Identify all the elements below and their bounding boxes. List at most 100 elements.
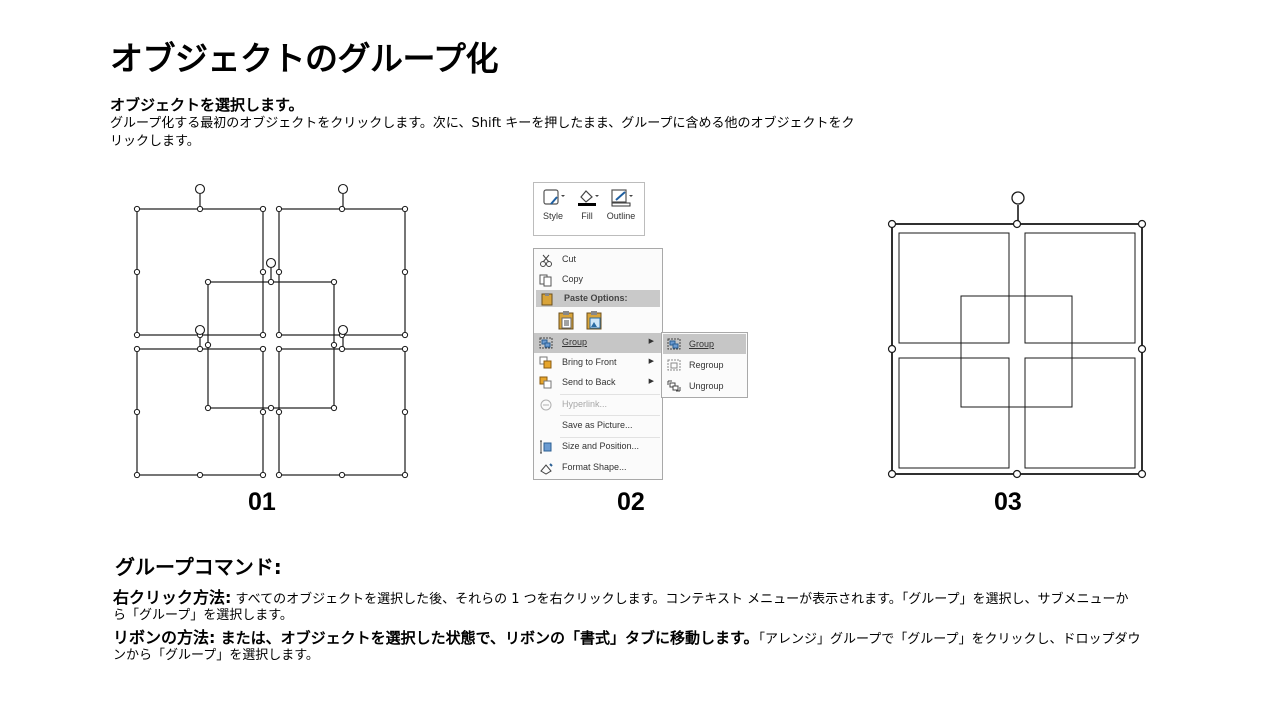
- shape-outline-icon: [611, 189, 633, 207]
- selection-handle[interactable]: [133, 205, 141, 213]
- selection-handle[interactable]: [401, 331, 409, 339]
- submenu-arrow-icon: ▶: [648, 358, 654, 365]
- outline-button[interactable]: Outline: [604, 187, 638, 221]
- menu-item-copy[interactable]: Copy: [534, 270, 662, 290]
- selection-handle[interactable]: [887, 469, 897, 479]
- regroup-icon: [667, 359, 681, 371]
- selection-handle[interactable]: [887, 344, 897, 354]
- group-submenu: Group Regroup Ungroup: [661, 332, 748, 398]
- selection-handle[interactable]: [133, 408, 141, 416]
- selection-handle[interactable]: [267, 404, 275, 412]
- selection-handle[interactable]: [401, 205, 409, 213]
- submenu-item-ungroup[interactable]: Ungroup: [663, 376, 746, 396]
- submenu-arrow-icon: ▶: [648, 378, 654, 385]
- selection-handle[interactable]: [275, 408, 283, 416]
- selection-handle[interactable]: [401, 345, 409, 353]
- submenu-item-regroup[interactable]: Regroup: [663, 355, 746, 375]
- selection-handle[interactable]: [401, 471, 409, 479]
- paint-bucket-icon: [578, 190, 599, 206]
- rotate-handle-icons: [194, 183, 349, 336]
- send-to-back-icon: [539, 376, 552, 389]
- paste-keep-formatting-icon[interactable]: [556, 309, 578, 331]
- ribbon-lead: リボンの方法:: [113, 628, 216, 647]
- shape-style-icon: [543, 189, 565, 205]
- right-click-lead: 右クリック方法:: [113, 588, 232, 607]
- menu-separator: [560, 415, 660, 416]
- selection-handle[interactable]: [196, 345, 204, 353]
- selection-handle[interactable]: [1137, 469, 1147, 479]
- selection-handle[interactable]: [259, 345, 267, 353]
- selection-handle[interactable]: [330, 341, 338, 349]
- selection-handle[interactable]: [338, 345, 346, 353]
- menu-item-save-as-picture[interactable]: Save as Picture...: [562, 420, 633, 430]
- copy-icon: [539, 274, 552, 287]
- selection-handle[interactable]: [259, 205, 267, 213]
- selection-handle[interactable]: [133, 331, 141, 339]
- group-icon: [539, 337, 553, 349]
- selection-handle[interactable]: [259, 268, 267, 276]
- figure-label-02: 02: [617, 488, 645, 516]
- selection-handle[interactable]: [1137, 344, 1147, 354]
- selection-handle[interactable]: [196, 471, 204, 479]
- figure-01-selected-objects: [133, 183, 409, 479]
- commands-heading: グループコマンド:: [115, 555, 282, 579]
- menu-item-cut[interactable]: Cut: [534, 250, 662, 270]
- figure-label-03: 03: [994, 488, 1022, 516]
- selection-handle[interactable]: [259, 331, 267, 339]
- selection-handle[interactable]: [196, 205, 204, 213]
- selection-handle[interactable]: [259, 471, 267, 479]
- ungroup-icon: [667, 380, 681, 392]
- rotate-handle-icon: [1011, 191, 1025, 205]
- step-text-line-2: リックします。: [110, 134, 200, 149]
- selection-handle[interactable]: [133, 268, 141, 276]
- size-position-icon: [540, 440, 552, 454]
- step-text-line-1: グループ化する最初のオブジェクトをクリックします。次に、Shift キーを押した…: [110, 116, 855, 131]
- menu-item-size-and-position[interactable]: Size and Position...: [534, 437, 662, 457]
- selection-handle[interactable]: [204, 404, 212, 412]
- selection-handle[interactable]: [1012, 219, 1022, 229]
- selection-handle[interactable]: [204, 278, 212, 286]
- format-shape-icon: [540, 463, 553, 475]
- step-heading: オブジェクトを選択します。: [110, 96, 304, 114]
- selection-handle[interactable]: [259, 408, 267, 416]
- ribbon-method: リボンの方法: または、オブジェクトを選択した状態で、リボンの「書式」タブに移動…: [113, 628, 1141, 664]
- selection-handle[interactable]: [275, 205, 283, 213]
- selection-handle[interactable]: [133, 471, 141, 479]
- menu-item-send-to-back[interactable]: Send to Back ▶: [534, 373, 662, 393]
- selection-handle[interactable]: [275, 268, 283, 276]
- menu-item-bring-to-front[interactable]: Bring to Front ▶: [534, 353, 662, 373]
- selection-handle[interactable]: [330, 404, 338, 412]
- selection-handle[interactable]: [401, 268, 409, 276]
- menu-item-format-shape[interactable]: Format Shape...: [534, 458, 662, 478]
- step-description: グループ化する最初のオブジェクトをクリックします。次に、Shift キーを押した…: [110, 115, 940, 151]
- submenu-item-group[interactable]: Group: [663, 334, 746, 354]
- right-click-method: 右クリック方法: すべてのオブジェクトを選択した後、それらの 1 つを右クリック…: [113, 588, 1129, 624]
- selection-handle[interactable]: [204, 341, 212, 349]
- selection-handle[interactable]: [267, 278, 275, 286]
- selection-handle[interactable]: [275, 331, 283, 339]
- menu-item-hyperlink[interactable]: Hyperlink...: [534, 395, 662, 415]
- selection-handle[interactable]: [887, 219, 897, 229]
- figure-03-grouped-object: [887, 191, 1147, 479]
- menu-separator: [560, 437, 660, 438]
- paste-options-header: Paste Options:: [536, 290, 660, 307]
- selection-handle[interactable]: [1012, 469, 1022, 479]
- selection-handle[interactable]: [401, 408, 409, 416]
- style-button[interactable]: Style: [536, 187, 570, 221]
- menu-item-group[interactable]: Group ▶: [534, 333, 662, 353]
- selection-handle[interactable]: [1137, 219, 1147, 229]
- bring-to-front-icon: [539, 356, 552, 369]
- hyperlink-icon: [540, 399, 552, 411]
- menu-separator: [560, 394, 660, 395]
- clipboard-icon: [541, 293, 553, 306]
- selection-handle[interactable]: [133, 345, 141, 353]
- figure-label-01: 01: [248, 488, 276, 516]
- paste-as-picture-icon[interactable]: [584, 309, 606, 331]
- selection-handle[interactable]: [338, 205, 346, 213]
- group-icon: [667, 338, 681, 350]
- selection-handle[interactable]: [275, 345, 283, 353]
- selection-handle[interactable]: [338, 471, 346, 479]
- selection-handle[interactable]: [330, 278, 338, 286]
- fill-button[interactable]: Fill: [570, 187, 604, 221]
- selection-handle[interactable]: [275, 471, 283, 479]
